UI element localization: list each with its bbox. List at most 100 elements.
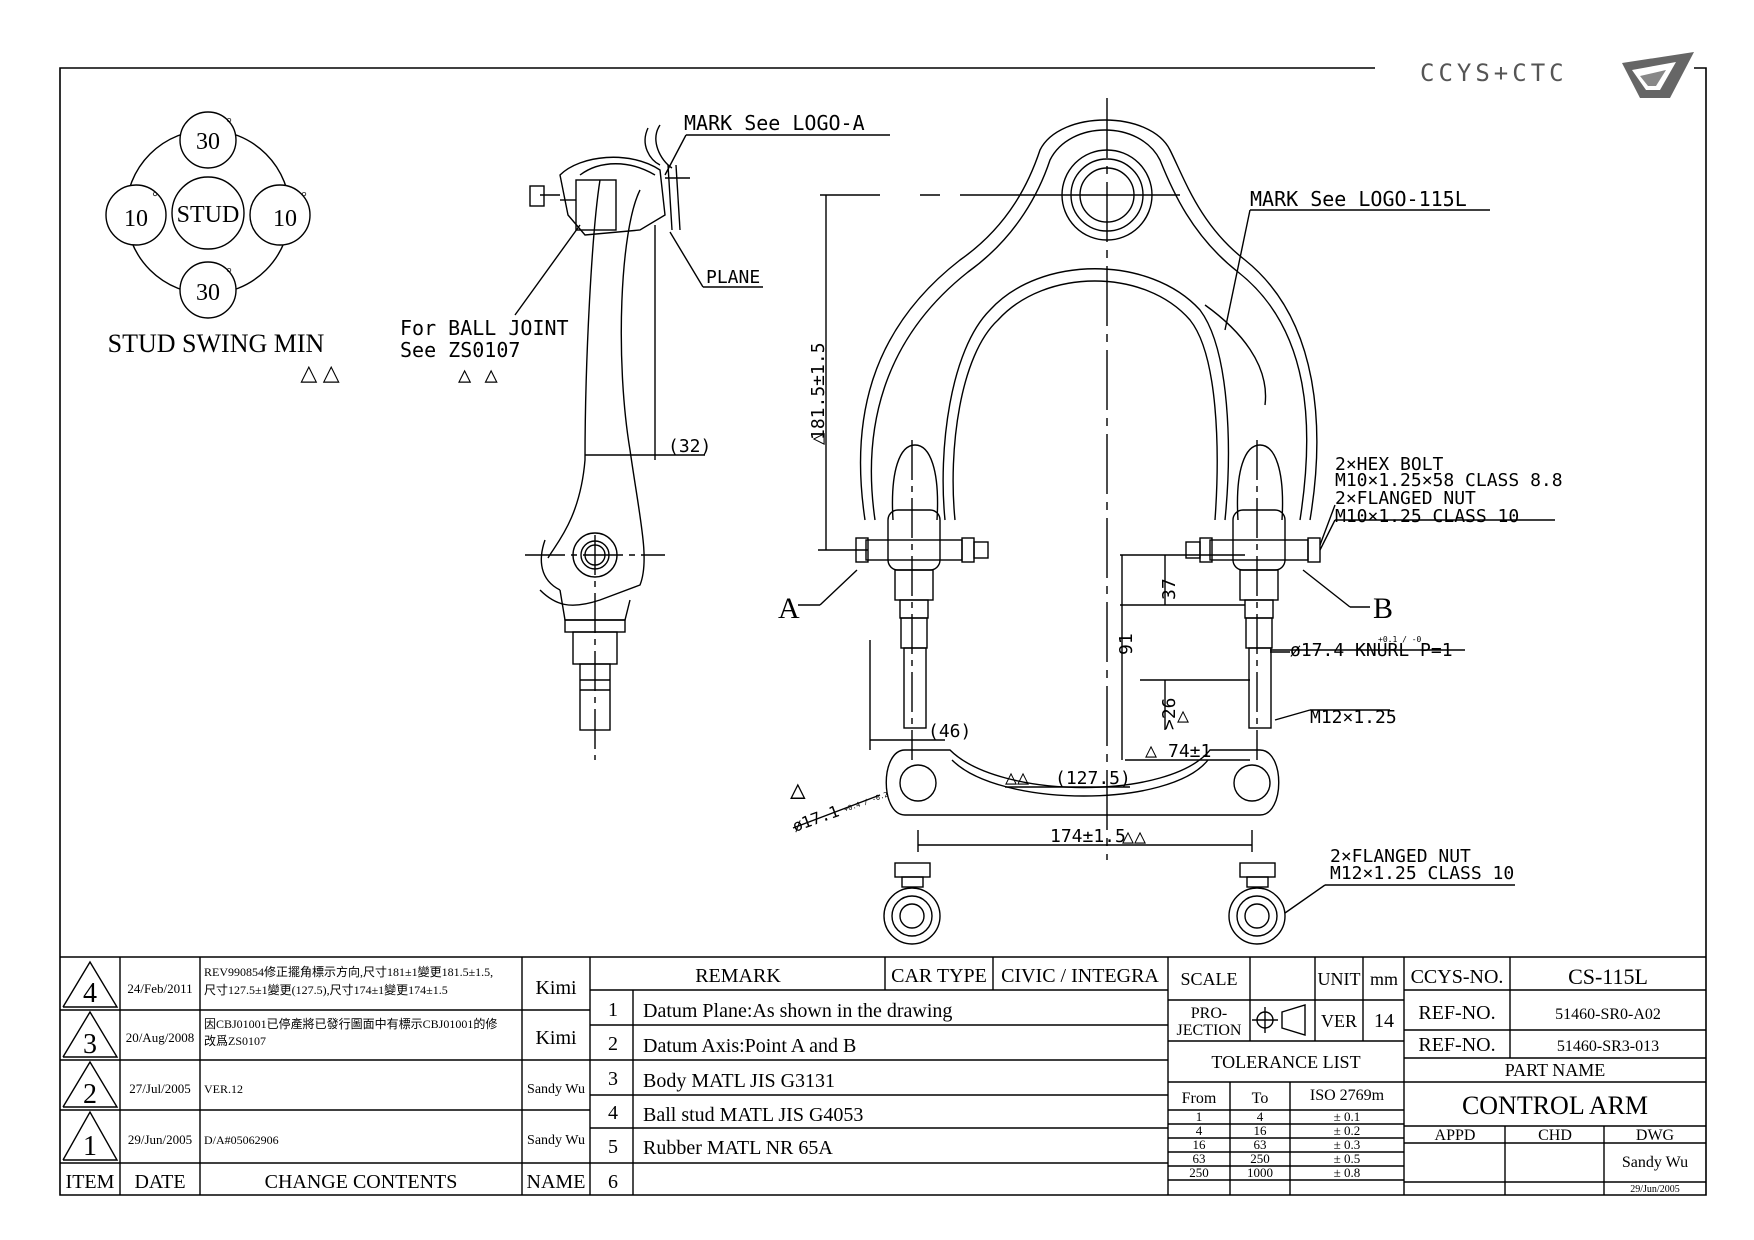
tol-from-5: 250 <box>1189 1165 1209 1180</box>
swing-deg-top: ° <box>226 116 232 131</box>
ver-label: VER <box>1321 1011 1357 1031</box>
tol-to-4: 250 <box>1250 1151 1270 1166</box>
rev-mark-174: △△ <box>1122 824 1146 848</box>
remark-4: Ball stud MATL JIS G4053 <box>643 1104 863 1126</box>
scale-label: SCALE <box>1180 969 1237 989</box>
ref-no-label-2: REF-NO. <box>1418 1034 1495 1056</box>
remark-n-5: 5 <box>608 1136 618 1158</box>
sheet-border <box>59 67 1707 1196</box>
tol-to-5: 1000 <box>1247 1165 1273 1180</box>
rev-name-3: Kimi <box>535 1027 577 1049</box>
rev-name-4: Kimi <box>535 977 577 999</box>
dim-17-tol: +0.4 / -0.2 <box>843 791 889 814</box>
dim-37: 37 <box>1159 578 1180 600</box>
remark-n-3: 3 <box>608 1068 618 1090</box>
swing-deg-bottom: ° <box>226 266 232 281</box>
rev-header-item: ITEM <box>66 1171 115 1193</box>
rev-content-3b: 改爲ZS0107 <box>204 1034 266 1048</box>
swing-deg-right: ° <box>301 190 307 205</box>
rev-date-3: 20/Aug/2008 <box>126 1030 195 1045</box>
rev-header-change: CHANGE CONTENTS <box>265 1171 458 1193</box>
label-knurl: ø17.4 KNURL P=1 <box>1290 640 1453 661</box>
label-point-b: B <box>1373 592 1393 625</box>
swing-title: STUD SWING MIN <box>108 329 325 358</box>
dim-height: 181.5±1.5 <box>808 342 829 440</box>
label-plane: PLANE <box>706 267 760 288</box>
tol-val-1: ± 0.1 <box>1334 1109 1361 1124</box>
rev-header-date: DATE <box>134 1171 185 1193</box>
tol-from-1: 1 <box>1196 1109 1203 1124</box>
company-logo: CCYS+CTC <box>1420 52 1694 98</box>
rev-header-name: NAME <box>527 1171 586 1193</box>
remark-title: REMARK <box>695 965 781 987</box>
remark-n-2: 2 <box>608 1033 618 1055</box>
swing-center: STUD <box>177 202 240 228</box>
rev-content-3a: 因CBJ01001已停產將已發行圖面中有標示CBJ01001的修 <box>204 1016 497 1031</box>
rev-content-4a: REV990854修正擺角標示方向,尺寸181±1變更181.5±1.5, <box>204 964 493 979</box>
title-block <box>1168 957 1706 1195</box>
unit-value: mm <box>1370 969 1398 989</box>
dim-127: (127.5) <box>1055 768 1131 789</box>
tol-val-3: ± 0.3 <box>1334 1137 1361 1152</box>
ver-value: 14 <box>1374 1010 1394 1032</box>
rev-mark-17: △ <box>790 775 806 805</box>
label-flanged-nut-2: M10×1.25 CLASS 10 <box>1335 506 1519 527</box>
dwg-name: Sandy Wu <box>1622 1154 1688 1171</box>
tol-header-iso: ISO 2769m <box>1310 1087 1385 1104</box>
rev-item-3: 3 <box>83 1029 97 1060</box>
rev-item-2: 2 <box>83 1079 97 1110</box>
remark-n-4: 4 <box>608 1102 618 1124</box>
projection-symbol-icon <box>1252 1004 1306 1036</box>
tol-to-3: 63 <box>1254 1137 1267 1152</box>
tol-val-5: ± 0.8 <box>1334 1165 1361 1180</box>
remark-n-6: 6 <box>608 1171 618 1193</box>
dim-74: 74±1 <box>1168 741 1211 762</box>
projection-label-2: JECTION <box>1177 1022 1242 1039</box>
rev-content-2: VER.12 <box>204 1082 243 1096</box>
tol-val-2: ± 0.2 <box>1334 1123 1361 1138</box>
dwg-date: 29/Jun/2005 <box>1630 1184 1679 1195</box>
label-flanged-nut-1: 2×FLANGED NUT <box>1335 488 1476 509</box>
swing-deg-left: ° <box>152 190 158 205</box>
label-hex-bolt-1: 2×HEX BOLT <box>1335 454 1444 475</box>
appd-label: APPD <box>1435 1127 1476 1144</box>
label-point-a: A <box>778 592 800 625</box>
chd-label: CHD <box>1538 1127 1572 1144</box>
revision-table <box>60 956 1706 1195</box>
logo-text: CCYS+CTC <box>1420 59 1568 87</box>
projection-label-1: PRO- <box>1191 1005 1227 1022</box>
tol-from-3: 16 <box>1193 1137 1207 1152</box>
swing-bottom: 30 <box>196 280 220 306</box>
tol-from-2: 4 <box>1196 1123 1203 1138</box>
ccys-no-value: CS-115L <box>1568 964 1648 989</box>
dim-32: (32) <box>668 436 711 457</box>
remark-2: Datum Axis:Point A and B <box>643 1035 856 1057</box>
swing-rev-marks: △ △ <box>300 360 339 385</box>
label-mark-logo-a: MARK See LOGO-A <box>684 111 865 135</box>
swing-left: 10 <box>124 206 148 232</box>
ref-no-label-1: REF-NO. <box>1418 1002 1495 1024</box>
remark-3: Body MATL JIS G3131 <box>643 1070 835 1092</box>
tolerance-title: TOLERANCE LIST <box>1211 1052 1360 1072</box>
tol-header-from: From <box>1182 1090 1217 1107</box>
dim-26: >26 <box>1159 697 1180 730</box>
part-name-label: PART NAME <box>1505 1060 1605 1080</box>
rev-name-1: Sandy Wu <box>527 1133 585 1148</box>
ref-no-value-1: 51460-SR0-A02 <box>1555 1006 1661 1023</box>
unit-label: UNIT <box>1318 969 1361 989</box>
car-type-label: CAR TYPE <box>891 965 987 987</box>
front-view-arm <box>792 98 1555 945</box>
rev-mark-74: △ <box>1145 738 1157 762</box>
rev-mark-26: △ <box>1177 703 1189 727</box>
rev-item-4: 4 <box>83 978 97 1009</box>
tol-header-to: To <box>1252 1090 1269 1107</box>
rev-item-1: 1 <box>83 1131 97 1162</box>
label-mark-logo-115l: MARK See LOGO-115L <box>1250 187 1467 211</box>
dim-17: ø17.1 <box>790 801 842 835</box>
remark-5: Rubber MATL NR 65A <box>643 1137 833 1159</box>
label-flanged-nut-3: 2×FLANGED NUT <box>1330 846 1471 867</box>
label-ball-joint-2: See ZS0107 <box>400 338 520 362</box>
part-name-value: CONTROL ARM <box>1462 1091 1648 1120</box>
rev-date-4: 24/Feb/2011 <box>127 981 192 996</box>
